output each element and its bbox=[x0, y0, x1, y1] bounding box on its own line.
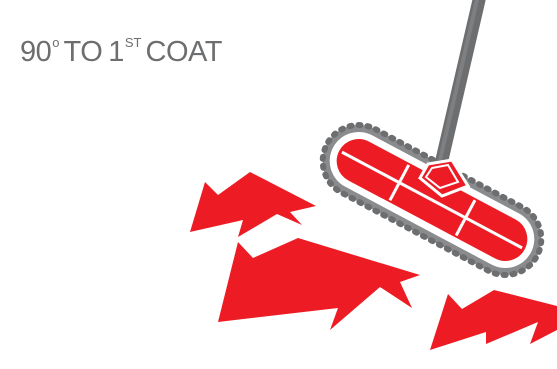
arrow-icon bbox=[218, 238, 420, 330]
arrow-icon bbox=[190, 172, 316, 237]
arrow-icon bbox=[430, 290, 557, 350]
mop-icon bbox=[310, 0, 554, 288]
